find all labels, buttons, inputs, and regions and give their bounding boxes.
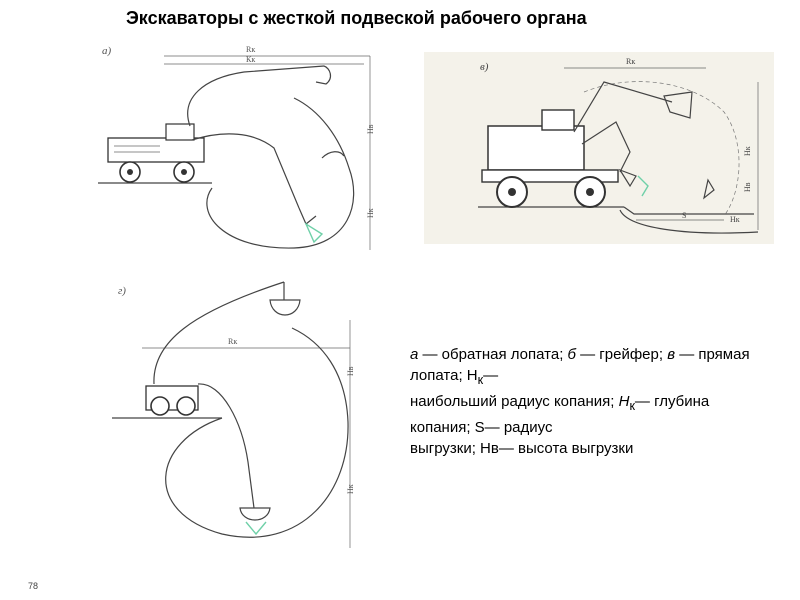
legend-line4: выгрузки; Нв— высота выгрузки: [410, 440, 634, 457]
wheel-rear: [150, 396, 170, 416]
legend-line2-a: наибольший радиус копания;: [410, 393, 619, 410]
height-label: Нв: [366, 124, 375, 134]
boom-raised: [153, 281, 285, 385]
bucket-mid: [321, 151, 345, 159]
figure-front-shovel-diagram: в) Rк Нк Нв Нк S: [424, 52, 774, 244]
legend-v-sub: к: [477, 373, 484, 387]
bucket-raised: [663, 91, 693, 119]
slide-title: Экскаваторы с жесткой подвеской рабочего…: [126, 8, 587, 28]
height-k-label: Нк: [743, 146, 752, 156]
height-v-label: Нв: [743, 182, 752, 192]
figure-backhoe-diagram: а) Rк Кк Нв Нк: [94, 38, 386, 266]
depth-label: Нк: [366, 208, 375, 218]
legend-line3: копания; S— радиус: [410, 419, 553, 436]
grab-raised: [269, 299, 301, 316]
wheel-front: [176, 396, 196, 416]
legend-text: а — обратная лопата; б — грейфер; в — пр…: [410, 344, 785, 459]
legend-b-text: — грейфер;: [575, 346, 668, 363]
legend-a-letter: а: [410, 346, 419, 363]
excavator-body: [487, 125, 585, 171]
boom-lowered: [197, 383, 255, 509]
legend-line2-b: — глубина: [634, 393, 710, 410]
front-shovel-drawing: в) Rк Нк Нв Нк S: [478, 57, 759, 234]
legend-v-tail: —: [483, 367, 499, 384]
digging-bottom: [619, 209, 759, 234]
digging-envelope: [165, 327, 349, 538]
grab-highlight: [245, 521, 267, 536]
digging-envelope: [206, 97, 355, 249]
reach-label: Rк: [246, 45, 255, 54]
legend-line2-sub: к: [629, 399, 635, 413]
reach-label: Rк: [228, 337, 237, 346]
backhoe-drawing: а) Rк Кк Нв Нк: [98, 45, 375, 250]
panel-label-a: а): [102, 45, 112, 57]
figure-grab-diagram: г) Rк Нв Нк: [112, 272, 402, 564]
digging-envelope: [583, 81, 740, 217]
bucket-highlight: [637, 175, 649, 197]
grab-lowered: [239, 507, 271, 521]
page-number: 78: [28, 581, 39, 591]
bucket-far: [703, 178, 715, 200]
boom-raised: [573, 81, 673, 133]
bucket-lowered: [298, 207, 317, 225]
ground-step: [623, 206, 754, 215]
bucket-teeth-highlight: [304, 222, 324, 244]
excavator-cab: [541, 109, 575, 131]
panel-label-g: г): [118, 285, 126, 297]
excavator-cab: [165, 123, 195, 141]
boom-lowered: [581, 121, 631, 173]
bucket-lowered: [618, 168, 637, 188]
bucket-raised: [315, 65, 332, 85]
boom-raised: [187, 65, 325, 127]
depth-label: Нк: [346, 484, 355, 494]
reach-label: Rк: [626, 57, 635, 66]
radius-label: S: [682, 211, 686, 220]
depth-label: Нк: [730, 215, 740, 224]
reach-sub-label: Кк: [246, 55, 255, 64]
excavator-body: [107, 137, 205, 163]
legend-b-letter: б: [567, 346, 576, 363]
boom-lowered: [191, 133, 300, 209]
legend-v-text: — прямая лопата; Н: [410, 346, 750, 384]
legend-v-letter: в: [667, 346, 676, 363]
legend-a-text: — обратная лопата;: [418, 346, 568, 363]
grab-drawing: г) Rк Нв Нк: [112, 281, 355, 548]
legend-line2-h: Н: [618, 393, 630, 410]
panel-label-v: в): [480, 61, 489, 73]
height-label: Нв: [346, 366, 355, 376]
